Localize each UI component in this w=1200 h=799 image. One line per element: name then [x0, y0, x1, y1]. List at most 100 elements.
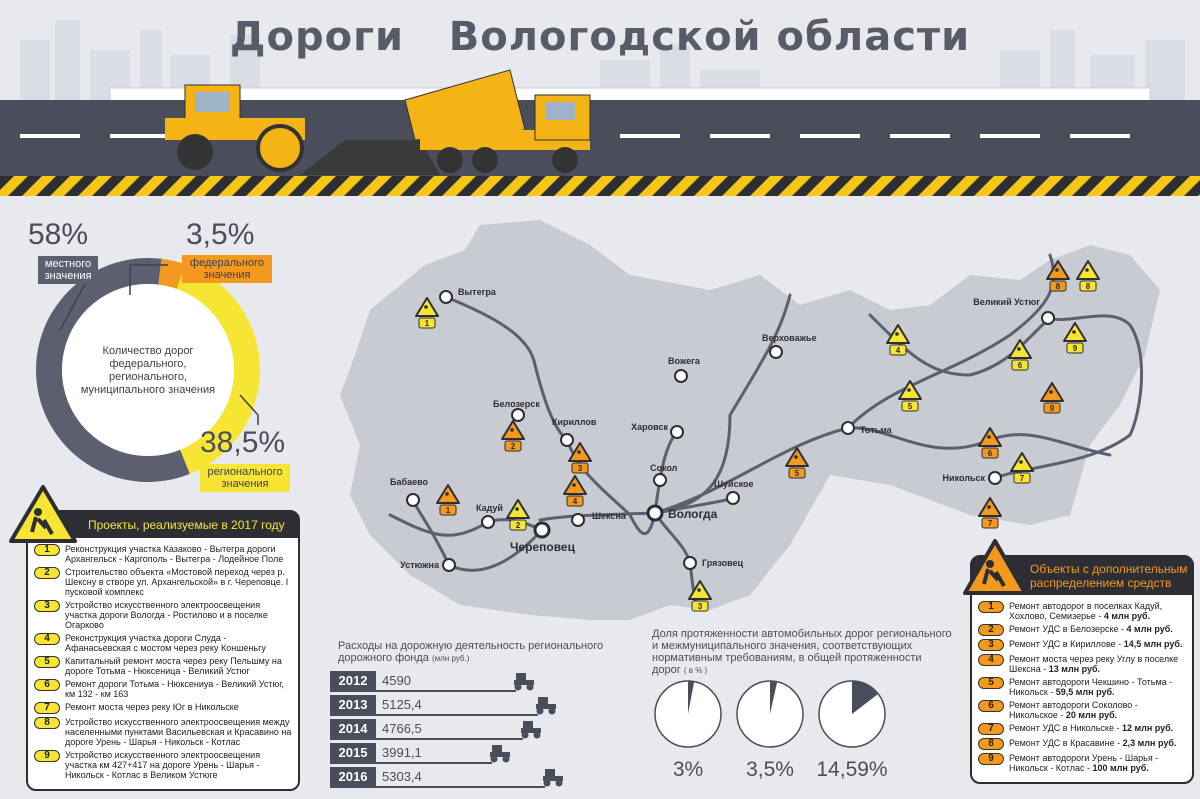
city-label: Тотьма — [860, 425, 893, 435]
item-number-badge: 2 — [978, 624, 1004, 636]
tractor-icon — [521, 721, 542, 739]
item-description: Ремонт дороги Тотьма - Нюксениуа - Велик… — [65, 679, 284, 699]
item-amount: 100 млн руб. — [1092, 763, 1149, 773]
bar-line — [330, 690, 517, 692]
marker-number: 1 — [425, 319, 430, 328]
leader-line — [129, 264, 168, 295]
marker-number: 6 — [1018, 361, 1023, 370]
marker-number: 4 — [573, 497, 578, 506]
item-text: Устройство искусственного электроосвещен… — [65, 600, 292, 630]
item-description: Ремонт УДС в Никольске - — [1009, 723, 1122, 733]
item-text: Строительство объекта «Мостовой переход … — [65, 567, 292, 597]
marker-number: 2 — [511, 442, 516, 451]
pie-value-label: 3% — [672, 758, 704, 781]
extra-funding-marker[interactable]: 1 — [436, 484, 460, 516]
project-marker[interactable]: 7 — [1010, 452, 1034, 484]
city-label: Грязовец — [702, 558, 744, 568]
item-number-badge: 5 — [978, 677, 1004, 689]
bar-value: 4766,5 — [382, 721, 422, 736]
marker-number: 3 — [698, 602, 703, 611]
project-marker[interactable]: 9 — [1063, 322, 1087, 354]
bar-year: 2014 — [330, 719, 376, 739]
item-amount: 2,3 млн руб. — [1122, 738, 1177, 748]
item-description: Реконструкция участка Казаково - Вытегра… — [65, 544, 284, 564]
project-marker[interactable]: 2 — [506, 499, 530, 531]
city-marker — [406, 493, 420, 507]
item-amount: 12 млн руб. — [1121, 723, 1174, 733]
tractor-icon — [489, 745, 510, 763]
pie-slice — [852, 681, 879, 714]
project-marker[interactable]: 6 — [1008, 339, 1032, 371]
item-description: Ремонт автодорог в поселках Кадуй, Хохло… — [1009, 601, 1163, 621]
city-label: Верховажье — [762, 333, 817, 343]
item-text: Ремонт автодороги Урень - Шарья - Николь… — [1009, 753, 1186, 773]
project-marker[interactable]: 5 — [898, 380, 922, 412]
item-description: Ремонт УДС в Красавине - — [1009, 738, 1123, 748]
city-marker — [683, 556, 697, 570]
city-marker — [670, 425, 684, 439]
marker-number: 5 — [795, 469, 800, 478]
city-label: Вытегра — [458, 287, 497, 297]
tractor-icon — [543, 769, 563, 787]
marker-number: 9 — [1050, 404, 1055, 413]
donut-hole — [62, 284, 234, 456]
city-marker — [988, 471, 1002, 485]
extra-funding-marker[interactable]: 6 — [978, 427, 1002, 459]
marker-number: 3 — [578, 464, 583, 473]
city-label: Сокол — [650, 463, 678, 473]
pie-slice — [770, 681, 778, 714]
extra-funding-marker[interactable]: 2 — [501, 420, 525, 452]
pie-chart-title-text: Доля протяженности автомобильных дорог р… — [652, 628, 952, 676]
item-text: Ремонт автодороги Соколово - Никольское … — [1009, 700, 1186, 720]
city-label: Устюжна — [400, 560, 440, 570]
item-text: Капитальный ремонт моста через реку Пель… — [65, 656, 292, 676]
pie-chart-title: Доля протяженности автомобильных дорог р… — [652, 628, 952, 677]
item-number-badge: 8 — [34, 717, 60, 729]
item-description: Ремонт УДС в Белозерске - — [1009, 624, 1127, 634]
donut-segment — [158, 258, 186, 289]
project-marker[interactable]: 3 — [688, 580, 712, 612]
extra-funding-marker[interactable]: 7 — [978, 497, 1002, 529]
item-description: Ремонт автодороги Чекшино - Тотьма - Ник… — [1009, 677, 1173, 697]
item-description: Устройство искусственного электроосвещен… — [65, 750, 261, 780]
bar-value: 5303,4 — [382, 769, 422, 784]
regional-pct: 38,5% — [200, 426, 286, 459]
project-marker[interactable]: 1 — [415, 297, 439, 329]
project-marker[interactable]: 8 — [1076, 260, 1100, 292]
item-text: Ремонт УДС в Кириллове - 14,5 млн руб. — [1009, 639, 1182, 649]
extra-funding-marker[interactable]: 8 — [1046, 260, 1070, 292]
extra-funding-marker[interactable]: 5 — [785, 447, 809, 479]
project-marker[interactable]: 4 — [886, 324, 910, 356]
extra-funding-marker[interactable]: 9 — [1040, 382, 1064, 414]
federal-pct: 3,5% — [186, 218, 255, 251]
federal-label: федерального значения — [182, 255, 272, 283]
city-label: Череповец — [510, 540, 576, 554]
item-description: Устройство искусственного электроосвещен… — [65, 600, 268, 630]
extra-funding-marker[interactable]: 3 — [568, 442, 592, 474]
bar-line — [330, 714, 538, 716]
roadwork-sign-icon — [9, 485, 77, 543]
tractor-icon — [514, 673, 535, 691]
regional-label: регионального значения — [200, 464, 290, 492]
extra-funding-marker[interactable]: 4 — [563, 475, 587, 507]
item-description: Реконструкция участка дороги Слуда - Афа… — [65, 633, 266, 653]
asphalt-pile — [300, 140, 440, 175]
item-number-badge: 8 — [978, 738, 1004, 750]
leader-line — [239, 394, 259, 425]
city-label: Кириллов — [552, 417, 597, 427]
bar-value: 4590 — [382, 673, 411, 688]
city-label: Бабаево — [390, 477, 428, 487]
item-text: Реконструкция участка дороги Слуда - Афа… — [65, 633, 292, 653]
item-number-badge: 7 — [978, 723, 1004, 735]
projects-title: Проекты, реализуемые в 2017 году — [28, 512, 298, 538]
city-marker — [1041, 311, 1055, 325]
